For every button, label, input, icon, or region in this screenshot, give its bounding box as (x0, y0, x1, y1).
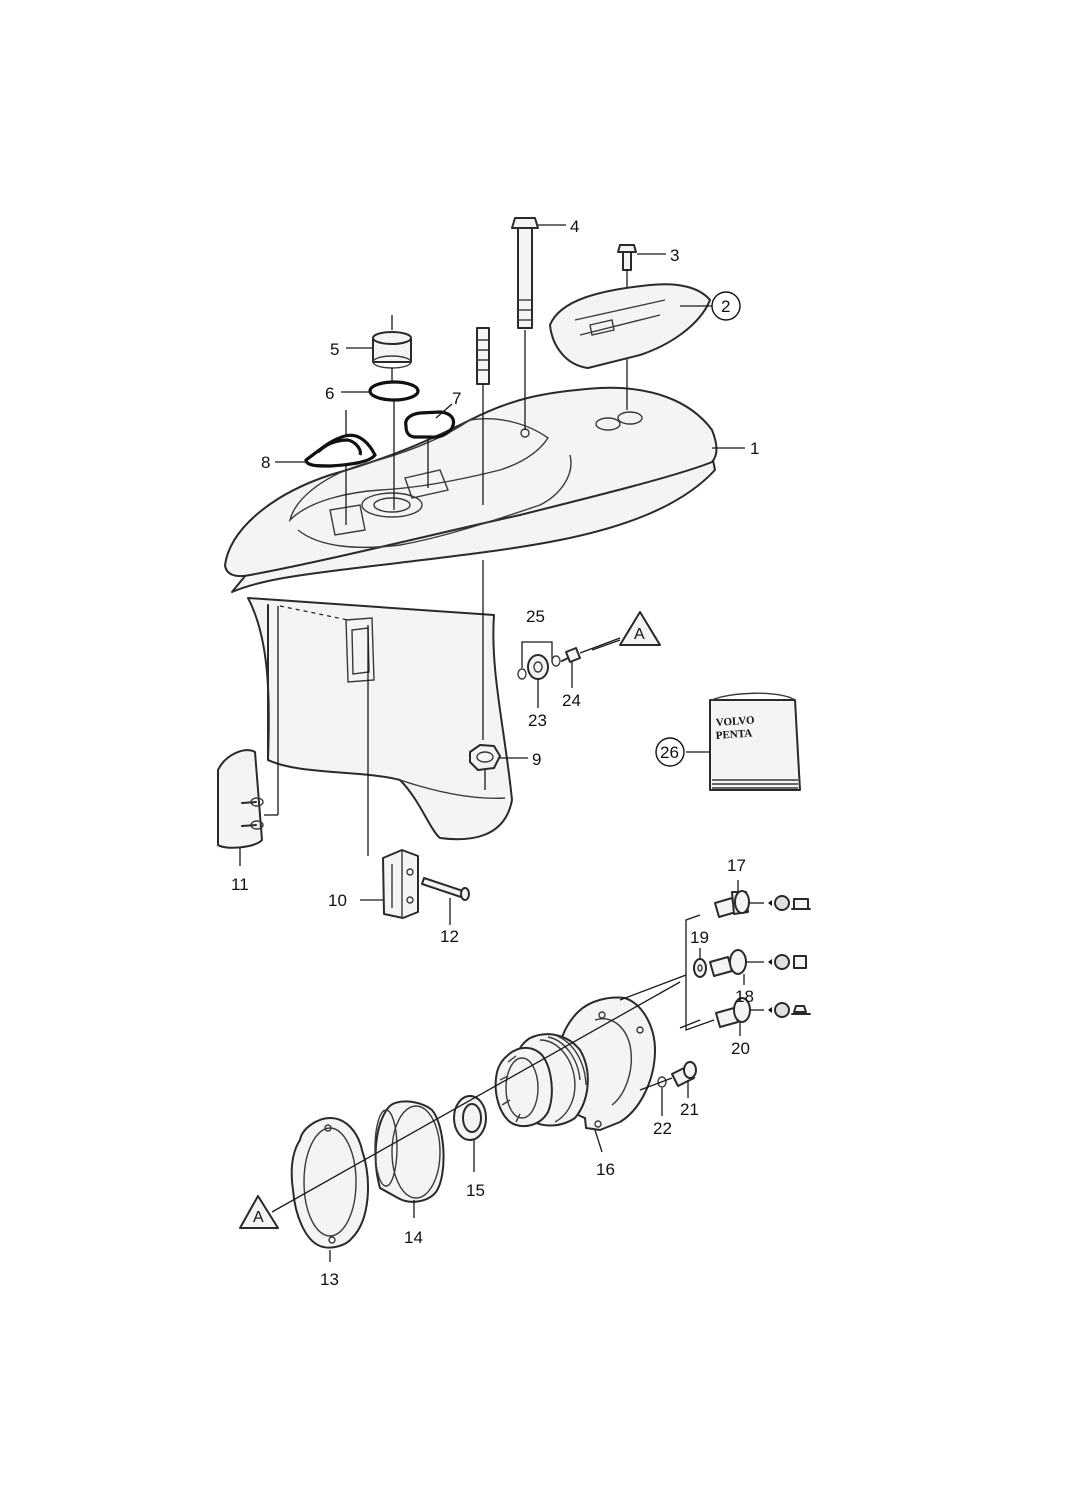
marker-bottom-label: A (253, 1209, 264, 1226)
shaft-seal (453, 1095, 487, 1172)
arrow-icon (768, 959, 772, 965)
callout-7: 7 (452, 389, 461, 408)
operators-manual: VOLVO PENTA (686, 692, 801, 791)
round-head-icon (774, 895, 790, 911)
callout-15: 15 (466, 1181, 485, 1200)
anode-fastener-group (517, 637, 621, 680)
round-head-icon (774, 1002, 790, 1018)
nut (469, 744, 501, 790)
callout-11: 11 (231, 875, 249, 894)
callout-17: 17 (727, 856, 746, 875)
callout-8: 8 (261, 453, 270, 472)
callout-19: 19 (690, 928, 709, 947)
round-head-icon (774, 954, 790, 970)
callout-2-circle (711, 291, 741, 321)
square-seal (404, 410, 456, 439)
callout-3: 3 (670, 246, 679, 265)
callout-5: 5 (330, 340, 339, 359)
callout-6: 6 (325, 384, 334, 403)
reference-marker-top: A (591, 611, 661, 651)
gear-housing (224, 386, 718, 841)
callout-12: 12 (440, 927, 459, 946)
callout-2: 2 (721, 297, 730, 316)
sleeve (374, 1100, 445, 1218)
marker-top-label: A (634, 626, 645, 643)
housing-bolts (619, 880, 764, 1036)
bearing-housing (494, 996, 656, 1153)
dome-head-icon (793, 1005, 807, 1013)
gasket-ring (290, 1117, 369, 1262)
flat-head-icon (793, 898, 809, 910)
callout-25: 25 (526, 607, 545, 626)
small-bolt-and-washer (639, 1061, 697, 1116)
callout-1: 1 (750, 439, 759, 458)
callout-9: 9 (532, 750, 541, 769)
o-ring (368, 380, 420, 402)
long-bolt (511, 217, 539, 430)
stud (476, 327, 490, 505)
arrow-icon (768, 900, 772, 906)
callout-21: 21 (680, 1100, 699, 1119)
anode-plate (360, 625, 470, 925)
assembly-axis (271, 981, 681, 1213)
callout-23: 23 (528, 711, 547, 730)
callout-13: 13 (320, 1270, 339, 1289)
callout-14: 14 (404, 1228, 423, 1247)
callout-22: 22 (653, 1119, 672, 1138)
reference-marker-bottom: A (239, 1195, 279, 1229)
cover-plate (549, 283, 711, 369)
arrow-icon (768, 1007, 772, 1013)
callout-20: 20 (731, 1039, 750, 1058)
gear-housing-lower-leg (247, 597, 513, 841)
trim-anode (217, 749, 264, 866)
callout-18: 18 (735, 987, 754, 1006)
callout-4: 4 (570, 217, 579, 236)
square-head-icon (793, 955, 807, 969)
manual-brand-line2: PENTA (715, 727, 752, 742)
callout-24: 24 (562, 691, 581, 710)
gasket (304, 410, 377, 525)
bushing (372, 315, 412, 382)
bolt-variant-icons (768, 895, 811, 1018)
manual-brand-line1: VOLVO (715, 714, 755, 729)
callout-10: 10 (328, 891, 347, 910)
callout-16: 16 (596, 1160, 615, 1179)
callout-26: 26 (660, 743, 679, 762)
callout-26-circle (655, 737, 685, 767)
